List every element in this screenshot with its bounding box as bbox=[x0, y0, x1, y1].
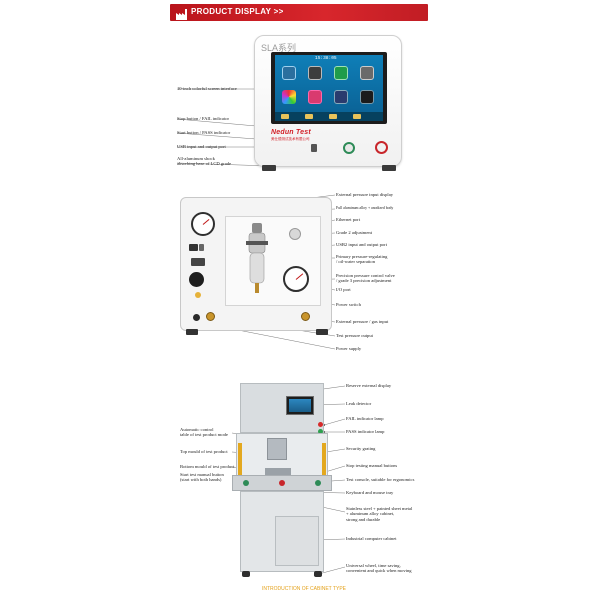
power-supply-socket[interactable] bbox=[193, 314, 200, 321]
label-io-port: I/O port bbox=[336, 287, 351, 292]
label-external-pressure-display: External pressure input display bbox=[336, 192, 394, 197]
universal-wheel bbox=[314, 571, 322, 577]
regulator-icon bbox=[244, 223, 270, 293]
label-screen-interface: 10-inch colorful screen interface bbox=[177, 86, 237, 91]
stop-button-fail-indicator[interactable] bbox=[375, 141, 388, 154]
security-grating-left bbox=[238, 443, 242, 477]
app-icon-print[interactable] bbox=[360, 66, 374, 80]
touch-screen[interactable]: 15:38:05 bbox=[275, 55, 383, 121]
label-fail-lamp: FAIL indicator lamp bbox=[346, 416, 384, 421]
fail-indicator-lamp bbox=[318, 422, 323, 427]
stop-test-button[interactable] bbox=[279, 480, 285, 486]
cabinet-door[interactable] bbox=[275, 516, 319, 566]
label-ethernet-port: Ethernet port bbox=[336, 217, 361, 222]
app-icon-gauge[interactable] bbox=[282, 66, 296, 80]
label-external-gas-input: External pressure / gas input bbox=[336, 319, 389, 324]
factory-icon bbox=[176, 7, 187, 20]
label-pass-lamp: PASS indicator lamp bbox=[346, 429, 385, 434]
product-display-banner: PRODUCT DISPLAY >> bbox=[170, 4, 428, 21]
label-bottom-mould: Bottom mould of test product bbox=[180, 464, 235, 469]
panel-inner-cavity bbox=[225, 216, 321, 306]
test-console bbox=[232, 475, 332, 491]
brand-name: Nedun Test bbox=[271, 129, 311, 136]
label-stop-buttons: Stop testing manual buttons bbox=[346, 463, 398, 468]
panel-foot bbox=[316, 329, 328, 335]
label-usb2-port: USB2 input and output port bbox=[336, 242, 388, 247]
power-switch-indicator bbox=[195, 292, 201, 298]
footer-caption: INTRODUCTION OF CABINET TYPE bbox=[262, 586, 346, 592]
external-gas-input-connector[interactable] bbox=[206, 312, 215, 321]
label-primary-regulating: Primary pressure-regulating / oil-water … bbox=[336, 254, 388, 265]
screen-clock: 15:38:05 bbox=[315, 56, 337, 61]
app-icon-alarm[interactable] bbox=[308, 90, 322, 104]
gauge-icon bbox=[191, 212, 215, 236]
usb-port[interactable] bbox=[311, 144, 317, 152]
nav-button[interactable] bbox=[305, 114, 313, 119]
bottom-mould bbox=[265, 468, 291, 476]
touch-screen-frame: 15:38:05 bbox=[271, 52, 387, 124]
label-aluminum-body: Full aluminum alloy + anodized body bbox=[336, 206, 394, 210]
start-button-pass-indicator[interactable] bbox=[343, 142, 355, 154]
app-icon-history[interactable] bbox=[334, 66, 348, 80]
universal-wheel bbox=[242, 571, 250, 577]
panel-foot bbox=[186, 329, 198, 335]
label-aluminum-base: All-aluminum shock absorbing base of LCD… bbox=[177, 156, 232, 167]
screen-nav-bar bbox=[275, 112, 383, 121]
brand-subtitle: 美仕德测试技术有限公司 bbox=[271, 137, 310, 141]
security-grating-right bbox=[322, 443, 326, 477]
label-grade-2-adjustment: Grade 2 adjustment bbox=[336, 230, 372, 235]
open-control-panel bbox=[180, 197, 332, 331]
top-mould bbox=[267, 438, 287, 460]
label-power-supply: Power supply bbox=[336, 346, 362, 351]
app-icon-color[interactable] bbox=[282, 90, 296, 104]
label-top-mould: Top mould of test product bbox=[180, 449, 228, 454]
label-auto-control-table: Automatic control table of test product … bbox=[180, 427, 228, 438]
app-icon-monitor[interactable] bbox=[360, 90, 374, 104]
label-stop-button: Stop button / FAIL indicator bbox=[177, 116, 230, 121]
app-icon-files[interactable] bbox=[334, 90, 348, 104]
label-keyboard-tray: Keyboard and mouse tray bbox=[346, 490, 394, 495]
label-start-buttons: Start test manual button (start with bot… bbox=[180, 472, 224, 483]
power-switch[interactable] bbox=[189, 272, 204, 287]
label-reserve-display: Reserve external display bbox=[346, 383, 392, 388]
banner-title: PRODUCT DISPLAY >> bbox=[191, 7, 284, 16]
usb-icon[interactable] bbox=[199, 244, 204, 251]
sla-desktop-unit: SLA系列 15:38:05 Nedun Test 美仕德测试技术有限公司 bbox=[254, 35, 402, 167]
label-leak-detector: Leak detector bbox=[346, 401, 372, 406]
nav-button[interactable] bbox=[281, 114, 289, 119]
shock-absorbing-foot bbox=[382, 165, 396, 171]
label-computer-cabinet: Industrial computer cabinet bbox=[346, 536, 397, 541]
shock-absorbing-foot bbox=[262, 165, 276, 171]
test-pressure-output-connector[interactable] bbox=[301, 312, 310, 321]
start-test-button-right[interactable] bbox=[315, 480, 321, 486]
ethernet-port[interactable] bbox=[189, 244, 198, 251]
label-start-button: Start button / PASS indicator bbox=[177, 130, 231, 135]
sla-series-label: SLA系列 bbox=[261, 43, 297, 53]
nav-button[interactable] bbox=[353, 114, 361, 119]
label-test-pressure-output: Test pressure output bbox=[336, 333, 373, 338]
grade-2-adjust-knob[interactable] bbox=[289, 228, 301, 240]
io-port[interactable] bbox=[191, 258, 205, 266]
label-precision-valve: Precision pressure control valve / grade… bbox=[336, 273, 395, 284]
label-cabinet-material: Stainless steel + painted sheet metal + … bbox=[346, 506, 413, 522]
leak-detector-screen bbox=[289, 399, 311, 412]
label-test-console: Test console, suitable for ergonomics bbox=[346, 477, 415, 482]
leak-detector-display bbox=[286, 396, 314, 415]
label-universal-wheel: Universal wheel, time saving, convenient… bbox=[346, 563, 412, 574]
brand-logo: Nedun Test 美仕德测试技术有限公司 bbox=[271, 129, 335, 151]
start-test-button-left[interactable] bbox=[243, 480, 249, 486]
label-power-switch: Power switch bbox=[336, 302, 361, 307]
nav-button[interactable] bbox=[329, 114, 337, 119]
app-icon-settings[interactable] bbox=[308, 66, 322, 80]
label-security-grating: Security grating bbox=[346, 446, 376, 451]
pass-indicator-lamp bbox=[318, 429, 323, 434]
precision-gauge-icon bbox=[283, 266, 309, 292]
label-usb-port: USB input and output port bbox=[177, 144, 226, 149]
